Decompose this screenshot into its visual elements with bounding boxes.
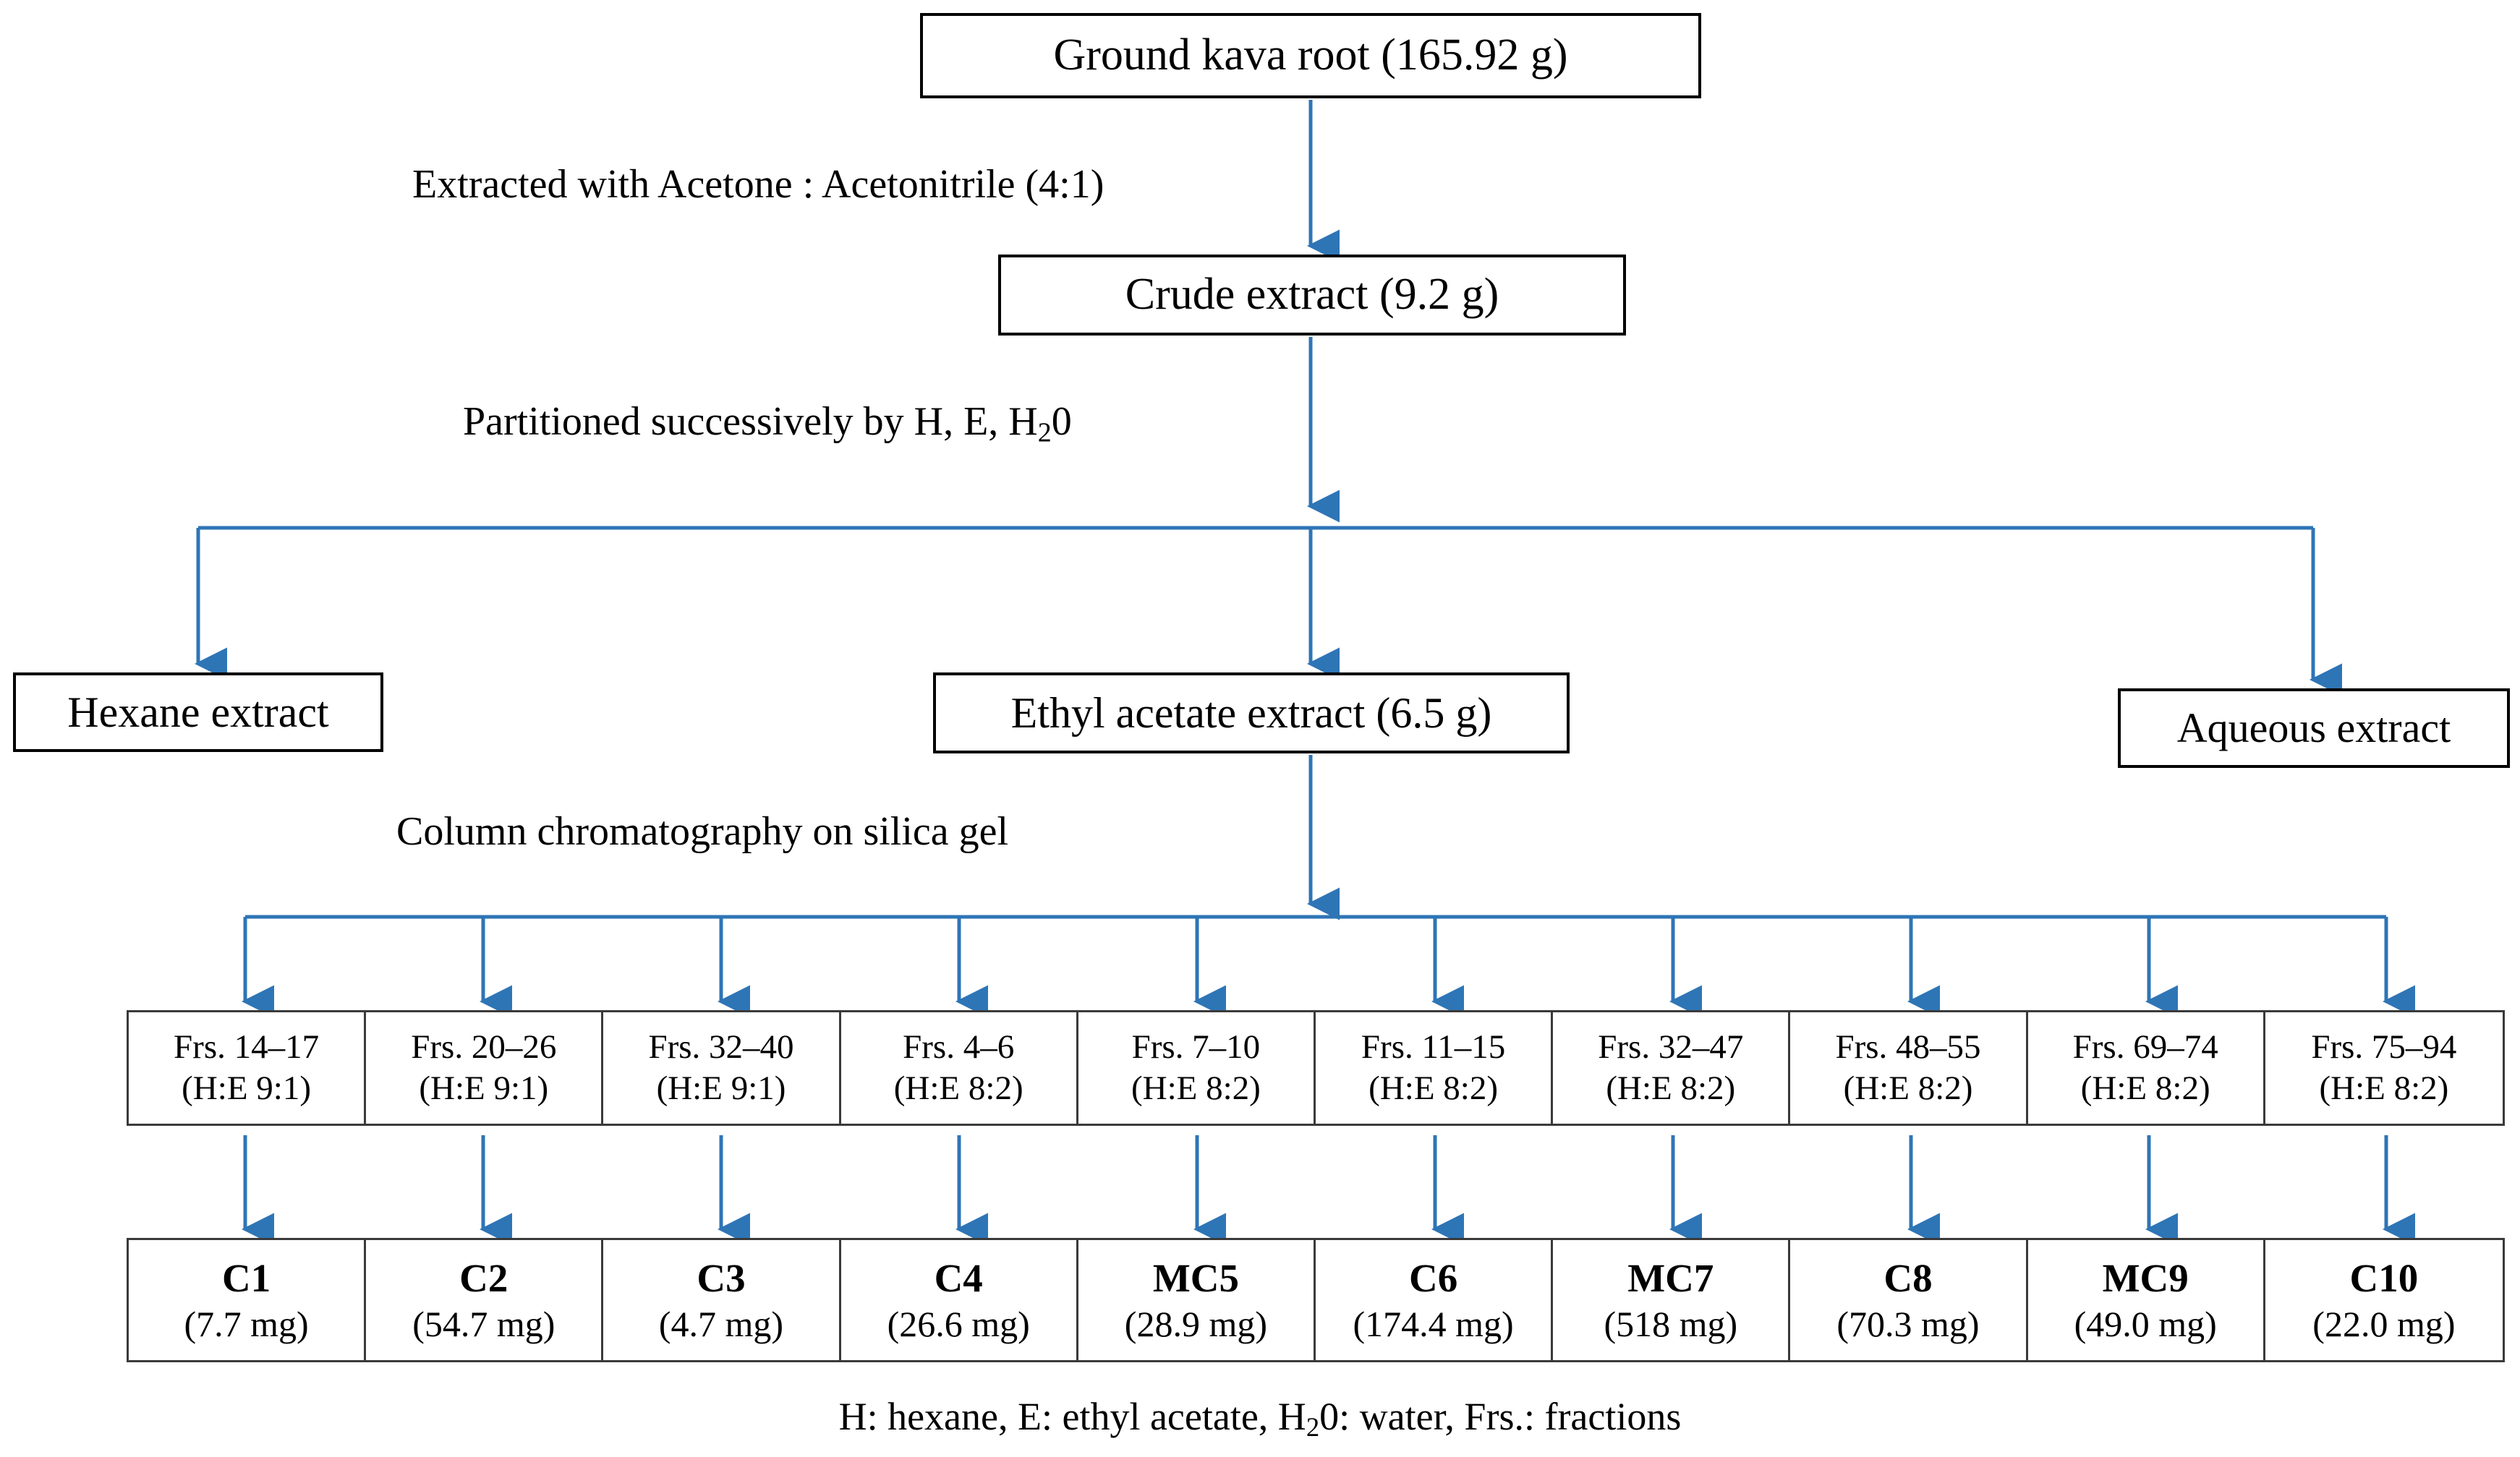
process-label-extraction: Extracted with Acetone : Acetonitrile (4…	[412, 162, 1104, 208]
fraction-cell: Frs. 69–74 (H:E 8:2)	[2028, 1012, 2265, 1124]
footnote-prefix: H: hexane, E: ethyl acetate, H	[838, 1395, 1306, 1438]
fraction-solvent: (H:E 8:2)	[1606, 1069, 1736, 1107]
process-label-partition-prefix: Partitioned successively by H, E, H	[463, 399, 1038, 444]
fraction-range: Frs. 14–17	[174, 1027, 320, 1066]
fraction-solvent: (H:E 8:2)	[1368, 1069, 1498, 1107]
fraction-solvent: (H:E 9:1)	[182, 1069, 311, 1107]
compound-name: MC9	[2102, 1255, 2189, 1300]
compound-cell: C1 (7.7 mg)	[129, 1240, 367, 1360]
compound-amount: (28.9 mg)	[1124, 1304, 1267, 1345]
compound-cell: MC7 (518 mg)	[1553, 1240, 1791, 1360]
compound-amount: (54.7 mg)	[412, 1304, 555, 1345]
node-ethyl-acetate-extract-label: Ethyl acetate extract (6.5 g)	[1010, 688, 1492, 737]
fraction-range: Frs. 7–10	[1131, 1027, 1261, 1066]
fraction-range: Frs. 20–26	[411, 1027, 557, 1066]
fraction-cell: Frs. 14–17 (H:E 9:1)	[129, 1012, 367, 1124]
compound-cell: C8 (70.3 mg)	[1790, 1240, 2028, 1360]
compound-name: MC5	[1152, 1255, 1239, 1300]
fraction-range: Frs. 48–55	[1835, 1027, 1981, 1066]
fraction-range: Frs. 32–47	[1598, 1027, 1744, 1066]
compound-amount: (174.4 mg)	[1353, 1304, 1514, 1345]
compound-cell: MC9 (49.0 mg)	[2028, 1240, 2265, 1360]
node-ethyl-acetate-extract: Ethyl acetate extract (6.5 g)	[933, 672, 1570, 753]
compound-amount: (26.6 mg)	[887, 1304, 1030, 1345]
compound-name: C3	[697, 1255, 746, 1300]
footnote-suffix: 0: water, Frs.: fractions	[1319, 1395, 1682, 1438]
compound-amount: (49.0 mg)	[2074, 1304, 2217, 1345]
fraction-cell: Frs. 48–55 (H:E 8:2)	[1790, 1012, 2028, 1124]
fraction-range: Frs. 4–6	[903, 1027, 1015, 1066]
fraction-range: Frs. 75–94	[2311, 1027, 2457, 1066]
process-label-partition: Partitioned successively by H, E, H20	[463, 399, 1072, 448]
fraction-solvent: (H:E 8:2)	[2319, 1069, 2449, 1107]
compound-cell: C3 (4.7 mg)	[603, 1240, 841, 1360]
node-aqueous-extract: Aqueous extract	[2118, 688, 2510, 768]
compound-cell: C6 (174.4 mg)	[1316, 1240, 1554, 1360]
compound-name: C6	[1408, 1255, 1458, 1300]
fraction-cell: Frs. 20–26 (H:E 9:1)	[366, 1012, 604, 1124]
fraction-solvent: (H:E 8:2)	[1131, 1069, 1261, 1107]
node-hexane-extract: Hexane extract	[13, 672, 383, 752]
fraction-cell: Frs. 11–15 (H:E 8:2)	[1316, 1012, 1554, 1124]
compound-amount: (22.0 mg)	[2312, 1304, 2456, 1345]
node-crude-extract-label: Crude extract (9.2 g)	[1125, 270, 1499, 320]
compound-amount: (4.7 mg)	[658, 1304, 784, 1345]
compound-name: C1	[221, 1255, 271, 1300]
compound-name: C4	[934, 1255, 983, 1300]
node-ground-kava-root-label: Ground kava root (165.92 g)	[1053, 30, 1568, 80]
compounds-row: C1 (7.7 mg) C2 (54.7 mg) C3 (4.7 mg) C4 …	[127, 1238, 2505, 1362]
process-label-extraction-text: Extracted with Acetone : Acetonitrile (4…	[412, 162, 1104, 207]
process-label-partition-subscript: 2	[1037, 417, 1052, 448]
compound-cell: C4 (26.6 mg)	[841, 1240, 1078, 1360]
process-label-chromatography-text: Column chromatography on silica gel	[396, 809, 1009, 854]
fraction-range: Frs. 69–74	[2072, 1027, 2218, 1066]
compound-amount: (70.3 mg)	[1836, 1304, 1980, 1345]
fraction-solvent: (H:E 8:2)	[2080, 1069, 2210, 1107]
node-ground-kava-root: Ground kava root (165.92 g)	[920, 13, 1701, 98]
fraction-solvent: (H:E 9:1)	[656, 1069, 786, 1107]
fraction-solvent: (H:E 8:2)	[1843, 1069, 1973, 1107]
fraction-cell: Frs. 32–47 (H:E 8:2)	[1553, 1012, 1791, 1124]
fraction-solvent: (H:E 8:2)	[893, 1069, 1023, 1107]
fractions-row: Frs. 14–17 (H:E 9:1) Frs. 20–26 (H:E 9:1…	[127, 1010, 2505, 1126]
node-aqueous-extract-label: Aqueous extract	[2176, 704, 2451, 751]
node-hexane-extract-label: Hexane extract	[67, 688, 329, 736]
compound-name: MC7	[1627, 1255, 1714, 1300]
fraction-range: Frs. 11–15	[1361, 1027, 1506, 1066]
compound-amount: (518 mg)	[1604, 1304, 1738, 1345]
fraction-cell: Frs. 4–6 (H:E 8:2)	[841, 1012, 1078, 1124]
node-crude-extract: Crude extract (9.2 g)	[998, 255, 1626, 336]
compound-amount: (7.7 mg)	[184, 1304, 309, 1345]
process-label-partition-suffix: 0	[1051, 399, 1072, 444]
fraction-range: Frs. 32–40	[648, 1027, 794, 1066]
compound-cell: MC5 (28.9 mg)	[1078, 1240, 1316, 1360]
fraction-cell: Frs. 7–10 (H:E 8:2)	[1078, 1012, 1316, 1124]
compound-cell: C2 (54.7 mg)	[366, 1240, 604, 1360]
compound-cell: C10 (22.0 mg)	[2265, 1240, 2503, 1360]
fraction-cell: Frs. 32–40 (H:E 9:1)	[603, 1012, 841, 1124]
fraction-cell: Frs. 75–94 (H:E 8:2)	[2265, 1012, 2503, 1124]
compound-name: C2	[459, 1255, 508, 1300]
compound-name: C10	[2349, 1255, 2419, 1300]
compound-name: C8	[1883, 1255, 1933, 1300]
footnote-legend: H: hexane, E: ethyl acetate, H20: water,…	[0, 1394, 2520, 1443]
fraction-solvent: (H:E 9:1)	[419, 1069, 549, 1107]
process-label-chromatography: Column chromatography on silica gel	[396, 809, 1009, 855]
footnote-subscript: 2	[1306, 1412, 1320, 1443]
